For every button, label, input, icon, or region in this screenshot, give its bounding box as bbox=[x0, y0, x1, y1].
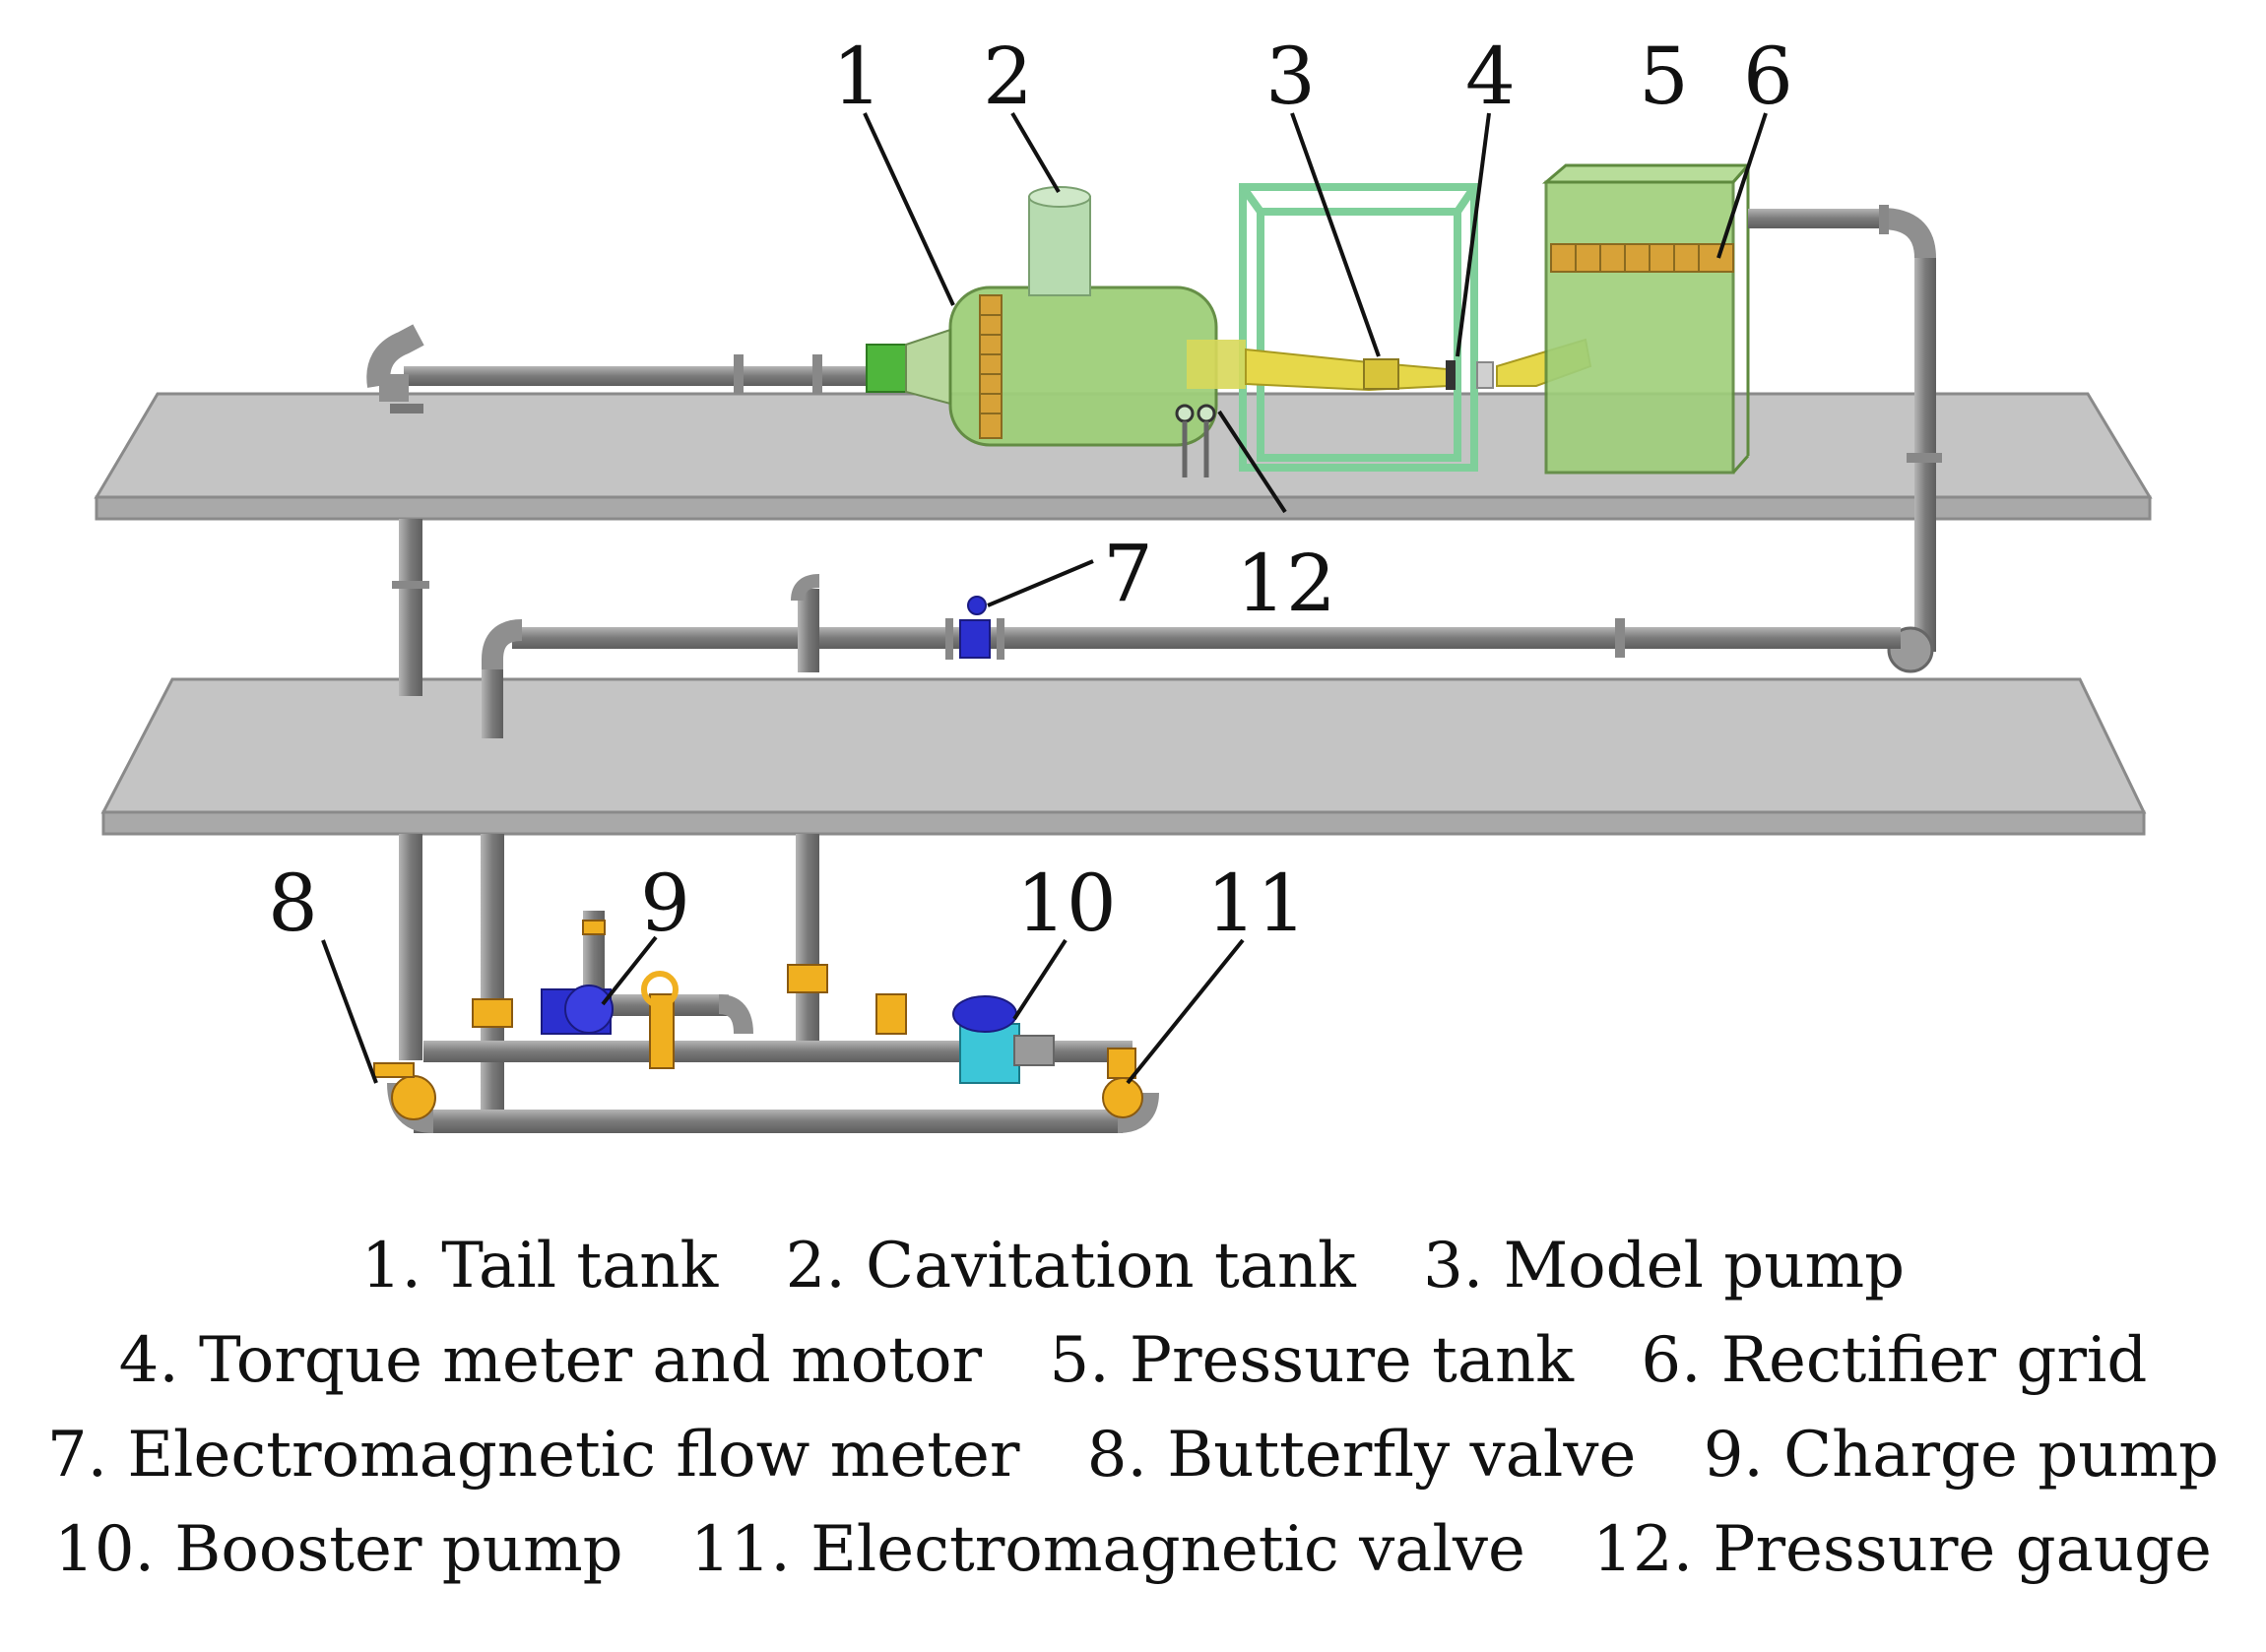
cavitation-tank bbox=[1028, 186, 1091, 296]
callout-4: 4 bbox=[1465, 31, 1516, 122]
callout-2: 2 bbox=[983, 31, 1033, 122]
callout-10: 10 bbox=[1016, 858, 1117, 949]
callout-7: 7 bbox=[1103, 528, 1153, 619]
callout-11: 11 bbox=[1206, 858, 1307, 949]
booster-pump bbox=[952, 995, 1055, 1084]
caption-item-cavitation-tank: 2. Cavitation tank bbox=[785, 1230, 1356, 1303]
charge-pump bbox=[541, 985, 614, 1035]
caption-item-booster-pump: 10. Booster pump bbox=[54, 1513, 623, 1586]
caption-item-electromagnetic-valve: 11. Electromagnetic valve bbox=[689, 1513, 1525, 1586]
caption-line-1: 1. Tail tank 2. Cavitation tank 3. Model… bbox=[0, 1219, 2266, 1313]
caption-item-rectifier-grid: 6. Rectifier grid bbox=[1641, 1324, 2148, 1397]
callout-5: 5 bbox=[1639, 31, 1689, 122]
caption-item-pressure-gauge: 12. Pressure gauge bbox=[1592, 1513, 2212, 1586]
caption-item-tail-tank: 1. Tail tank bbox=[360, 1230, 719, 1303]
caption-item-pressure-tank: 5. Pressure tank bbox=[1049, 1324, 1575, 1397]
caption-item-flow-meter: 7. Electromagnetic flow meter bbox=[46, 1419, 1020, 1492]
caption-item-butterfly-valve: 8. Butterfly valve bbox=[1086, 1419, 1637, 1492]
model-pump-assembly bbox=[1187, 338, 1592, 392]
caption-item-torque-meter: 4. Torque meter and motor bbox=[118, 1324, 983, 1397]
caption-line-4: 10. Booster pump 11. Electromagnetic val… bbox=[0, 1502, 2266, 1597]
caption-item-model-pump: 3. Model pump bbox=[1423, 1230, 1906, 1303]
callout-numbers: 1 2 3 4 5 6 7 8 9 10 11 12 bbox=[268, 31, 1793, 949]
caption-item-charge-pump: 9. Charge pump bbox=[1703, 1419, 2220, 1492]
return-pipe bbox=[1748, 205, 1942, 673]
callout-9: 9 bbox=[640, 858, 690, 949]
pressure-tank bbox=[1541, 163, 1752, 475]
upper-inlet-pipe bbox=[366, 324, 876, 413]
leader-lines bbox=[321, 111, 1768, 1085]
downcomer-pipe bbox=[392, 519, 429, 696]
test-rig-diagram: 1 2 3 4 5 6 7 8 9 10 11 12 bbox=[94, 31, 2153, 1133]
flow-meter-pipe bbox=[482, 574, 1901, 738]
callout-6: 6 bbox=[1743, 31, 1793, 122]
callout-8: 8 bbox=[268, 858, 318, 949]
bottom-pipe-loop bbox=[387, 834, 1159, 1133]
electromagnetic-flow-meter bbox=[945, 596, 1004, 660]
rectifier-grid-cells bbox=[1575, 244, 1700, 272]
pressure-gauges bbox=[1175, 404, 1216, 477]
model-pump-frame bbox=[1239, 183, 1478, 472]
valves bbox=[373, 920, 1143, 1120]
callout-3: 3 bbox=[1265, 31, 1316, 122]
tail-tank-grid-lines bbox=[980, 314, 1002, 414]
lower-platform bbox=[100, 677, 2147, 836]
caption-line-3: 7. Electromagnetic flow meter 8. Butterf… bbox=[0, 1408, 2266, 1502]
callout-12: 12 bbox=[1236, 538, 1336, 629]
figure-caption: 1. Tail tank 2. Cavitation tank 3. Model… bbox=[0, 1219, 2266, 1597]
caption-line-2: 4. Torque meter and motor 5. Pressure ta… bbox=[0, 1313, 2266, 1408]
callout-1: 1 bbox=[832, 31, 882, 122]
